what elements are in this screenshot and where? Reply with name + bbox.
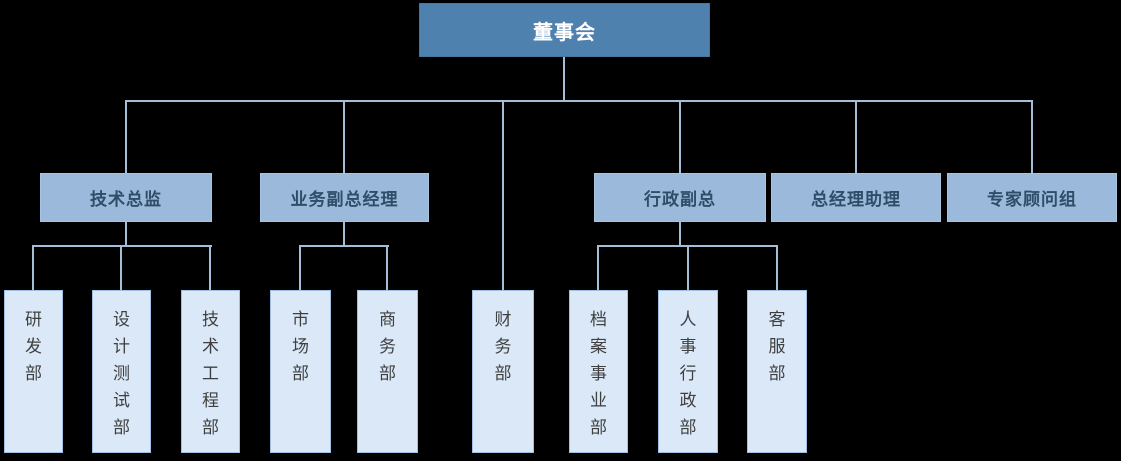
connector-line [125, 100, 127, 173]
connector-line [125, 222, 127, 247]
node-admin-deputy-label: 行政副总 [644, 190, 716, 210]
node-rnd-dept-label: 研发部 [24, 310, 42, 384]
node-gm-assistant[interactable]: 总经理助理 [771, 173, 941, 222]
node-marketing-dept-label: 市场部 [291, 310, 309, 384]
node-customer-service-dept-label: 客服部 [768, 310, 786, 384]
node-archives-dept-label: 档案事业部 [589, 310, 607, 438]
node-commerce-dept[interactable]: 商务部 [357, 290, 418, 453]
connector-line [1031, 100, 1033, 173]
connector-line [855, 100, 857, 173]
connector-line [776, 245, 778, 290]
connector-line [32, 245, 34, 290]
node-tech-engineering-dept[interactable]: 技术工程部 [181, 290, 240, 453]
node-hr-admin-dept-label: 人事行政部 [679, 310, 697, 438]
node-archives-dept[interactable]: 档案事业部 [569, 290, 628, 453]
connector-line [209, 245, 211, 290]
node-expert-advisors-label: 专家顾问组 [987, 190, 1077, 210]
node-hr-admin-dept[interactable]: 人事行政部 [658, 290, 718, 453]
connector-line [125, 100, 1033, 102]
node-finance-dept[interactable]: 财务部 [472, 290, 534, 453]
node-marketing-dept[interactable]: 市场部 [270, 290, 331, 453]
connector-line [679, 222, 681, 247]
node-gm-assistant-label: 总经理助理 [811, 190, 901, 210]
connector-line [33, 245, 212, 247]
connector-line [679, 100, 681, 173]
node-expert-advisors[interactable]: 专家顾问组 [947, 173, 1117, 222]
node-design-test-dept-label: 设计测试部 [112, 310, 130, 438]
node-design-test-dept[interactable]: 设计测试部 [92, 290, 151, 453]
connector-line [386, 245, 388, 290]
node-business-deputy-gm-label: 业务副总经理 [290, 190, 399, 210]
node-tech-director[interactable]: 技术总监 [40, 173, 212, 222]
node-tech-director-label: 技术总监 [90, 190, 162, 210]
node-business-deputy-gm[interactable]: 业务副总经理 [260, 173, 429, 222]
connector-line [343, 222, 345, 247]
connector-line [299, 245, 301, 290]
connector-line [120, 245, 122, 290]
node-finance-dept-label: 财务部 [494, 310, 512, 384]
node-commerce-dept-label: 商务部 [378, 310, 396, 384]
connector-line [687, 245, 689, 290]
node-rnd-dept[interactable]: 研发部 [4, 290, 63, 453]
node-customer-service-dept[interactable]: 客服部 [747, 290, 807, 453]
connector-line [299, 245, 389, 247]
node-board[interactable]: 董事会 [419, 3, 710, 57]
connector-line [563, 57, 565, 101]
connector-line [502, 100, 504, 290]
node-admin-deputy[interactable]: 行政副总 [594, 173, 766, 222]
connector-line [597, 245, 599, 290]
node-tech-engineering-dept-label: 技术工程部 [201, 310, 219, 438]
node-board-label: 董事会 [533, 19, 596, 44]
connector-line [343, 100, 345, 173]
